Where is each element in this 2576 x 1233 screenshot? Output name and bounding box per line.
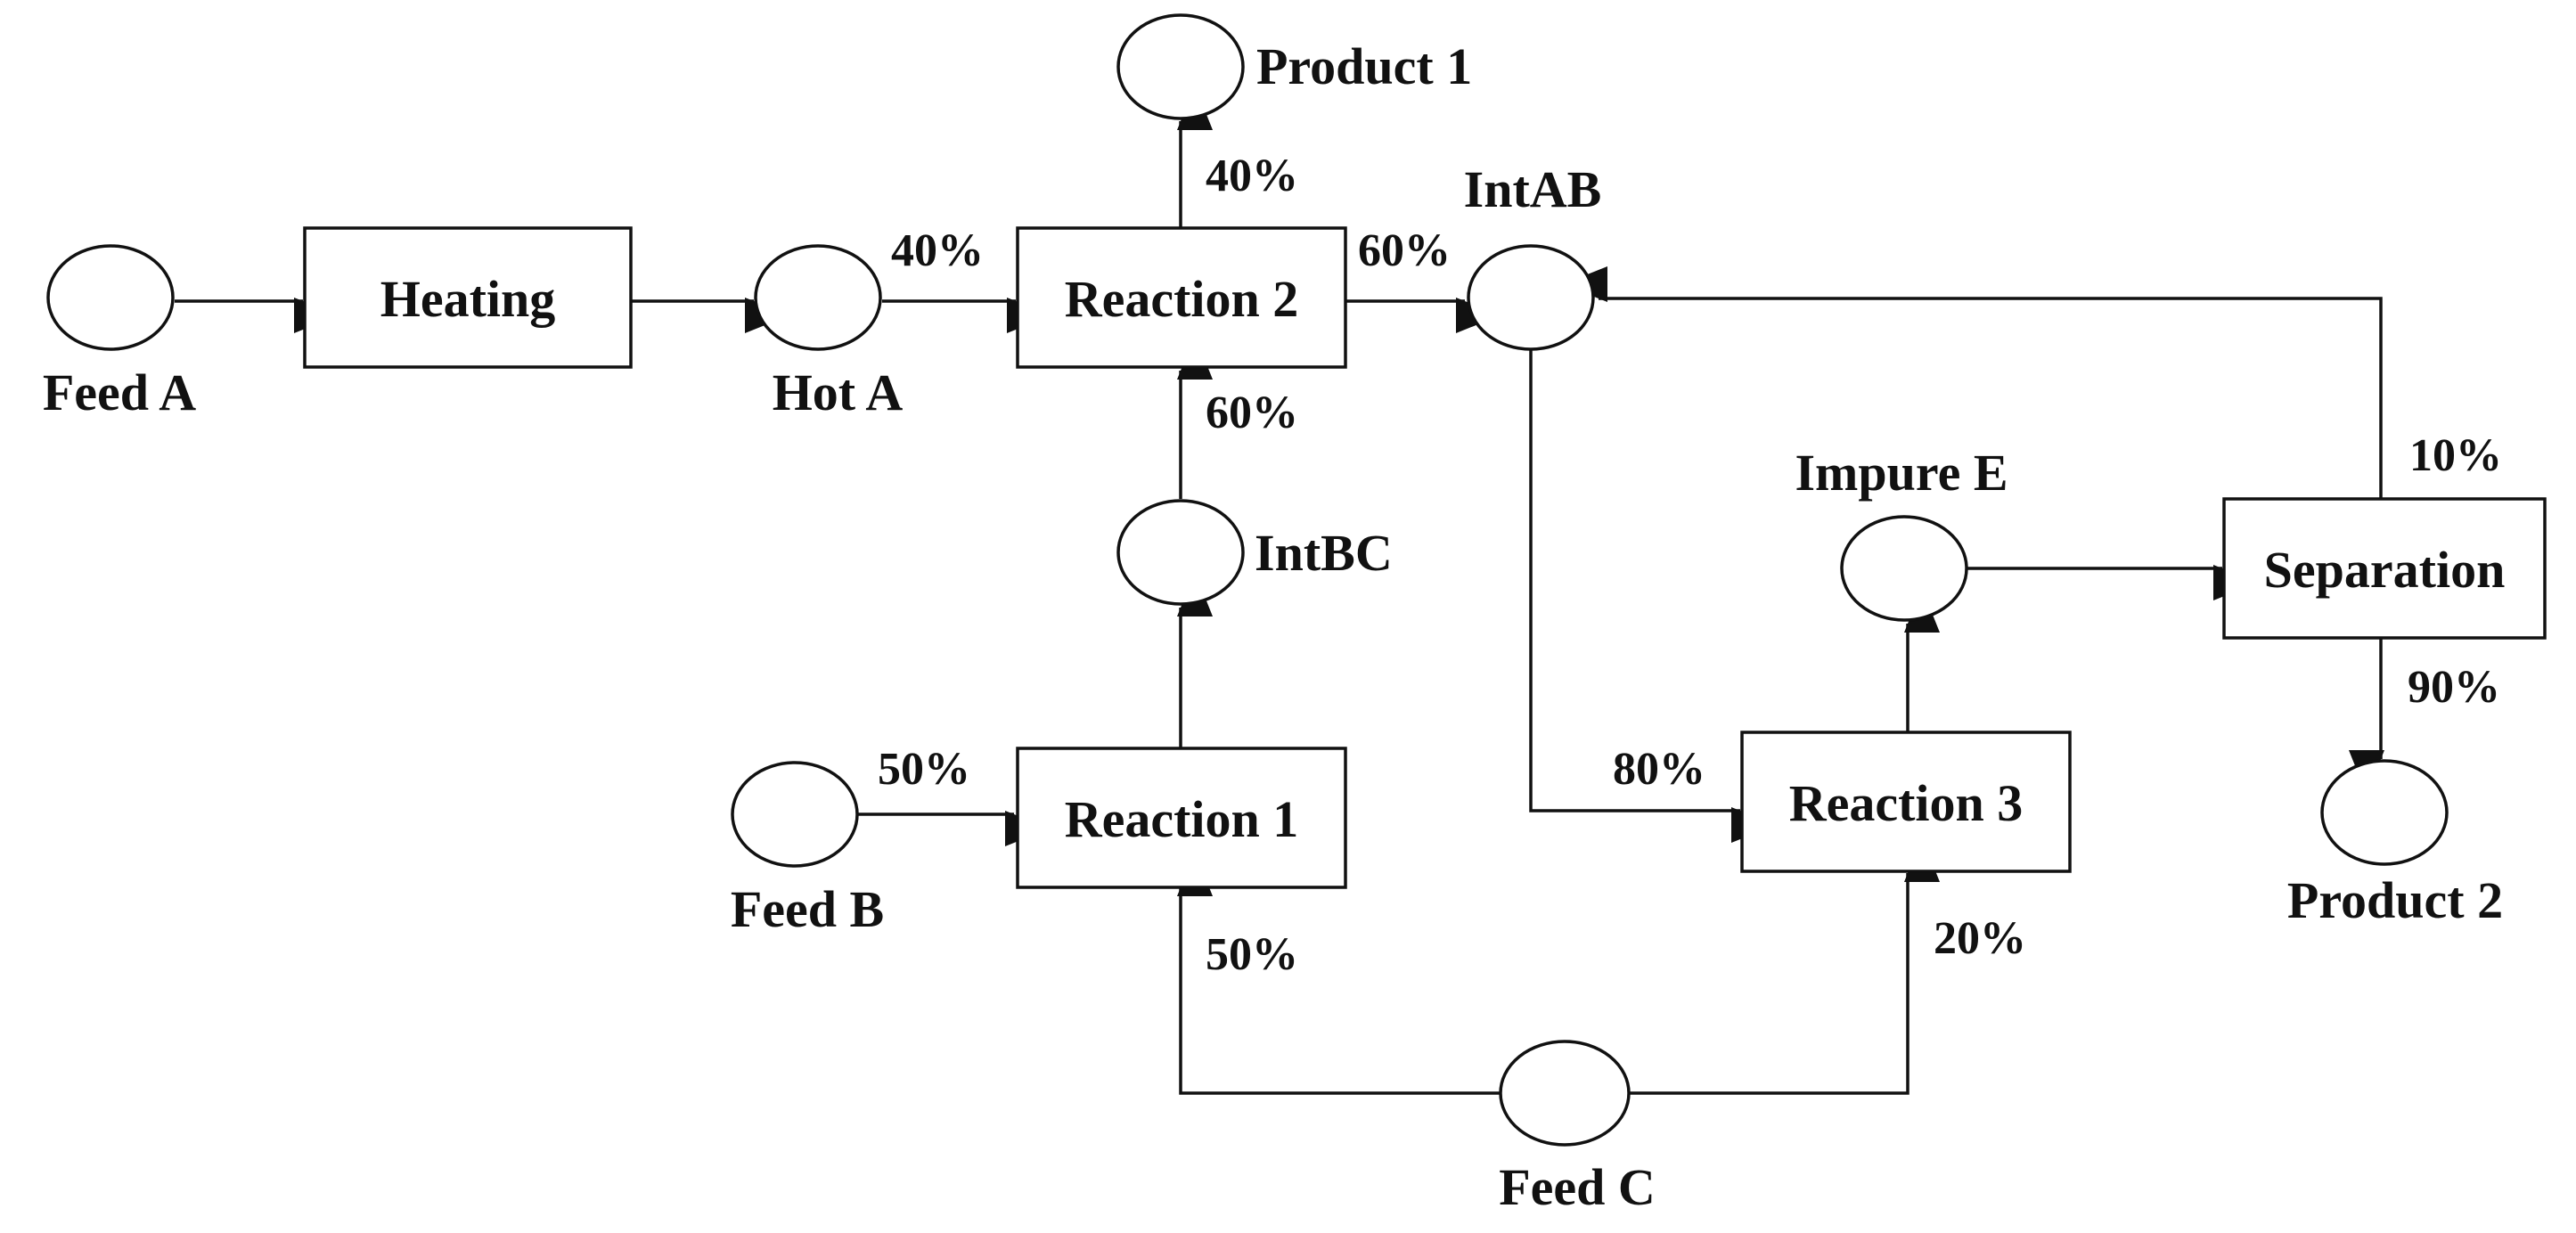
fraction-reaction-2-to-product-1: 40% — [1206, 151, 1298, 201]
fraction-separation-to-int-ab: 10% — [2409, 430, 2502, 481]
state-product-2 — [2320, 759, 2449, 866]
arc-feed-c-to-reaction-3 — [1630, 837, 1940, 1095]
state-feed-c — [1499, 1040, 1631, 1147]
fraction-int-ab-to-reaction-3: 80% — [1613, 744, 1705, 795]
fraction-feed-c-to-reaction-3: 20% — [1934, 913, 2026, 964]
task-label-heating: Heating — [380, 270, 556, 328]
fraction-labels: 40% 40% 60% 60% 50% 50% 80% 20% 10% 90% — [878, 151, 2502, 980]
fraction-feed-c-to-reaction-1: 50% — [1206, 929, 1298, 980]
arcs — [175, 86, 2384, 1095]
fraction-hot-a-to-reaction-2: 40% — [891, 225, 984, 276]
task-separation — [2222, 497, 2547, 640]
task-reaction-3 — [1740, 731, 2072, 873]
state-label-impure-e: Impure E — [1795, 444, 2008, 502]
fraction-reaction-2-to-int-ab: 60% — [1358, 225, 1451, 276]
state-impure-e — [1840, 515, 1968, 622]
state-feed-a — [46, 244, 175, 351]
state-label-feed-c: Feed C — [1499, 1158, 1656, 1216]
state-label-int-bc: IntBC — [1255, 524, 1393, 582]
task-label-reaction-2: Reaction 2 — [1065, 270, 1299, 328]
task-heating — [303, 226, 633, 369]
state-label-feed-b: Feed B — [731, 880, 884, 938]
state-label-int-ab: IntAB — [1464, 160, 1602, 218]
state-int-ab — [1467, 244, 1595, 351]
arc-feed-c-to-reaction-1 — [1177, 852, 1500, 1095]
arc-int-ab-to-reaction-3 — [1529, 346, 1776, 843]
state-hot-a — [754, 244, 882, 351]
state-int-bc — [1116, 499, 1245, 606]
state-label-feed-a: Feed A — [43, 363, 196, 421]
state-product-1 — [1116, 13, 1245, 120]
fraction-feed-b-to-reaction-1: 50% — [878, 744, 970, 795]
task-labels: Heating Reaction 2 Reaction 1 Reaction 3… — [380, 270, 2506, 848]
task-reaction-1 — [1016, 747, 1347, 889]
state-label-product-2: Product 2 — [2287, 871, 2503, 929]
state-label-product-1: Product 1 — [1256, 37, 1472, 95]
task-reaction-2 — [1016, 226, 1347, 369]
tasks — [303, 226, 2547, 889]
arc-separation-to-int-ab — [1563, 266, 2383, 499]
fraction-separation-to-product-2: 90% — [2408, 662, 2500, 713]
state-feed-b — [731, 761, 859, 868]
states — [46, 13, 2449, 1147]
state-label-hot-a: Hot A — [773, 363, 904, 421]
task-label-reaction-3: Reaction 3 — [1789, 774, 2024, 832]
task-label-separation: Separation — [2264, 541, 2506, 599]
task-label-reaction-1: Reaction 1 — [1065, 790, 1299, 848]
state-labels: Feed A Hot A Product 1 IntAB IntBC Feed … — [43, 37, 2503, 1216]
fraction-int-bc-to-reaction-2: 60% — [1206, 388, 1298, 438]
